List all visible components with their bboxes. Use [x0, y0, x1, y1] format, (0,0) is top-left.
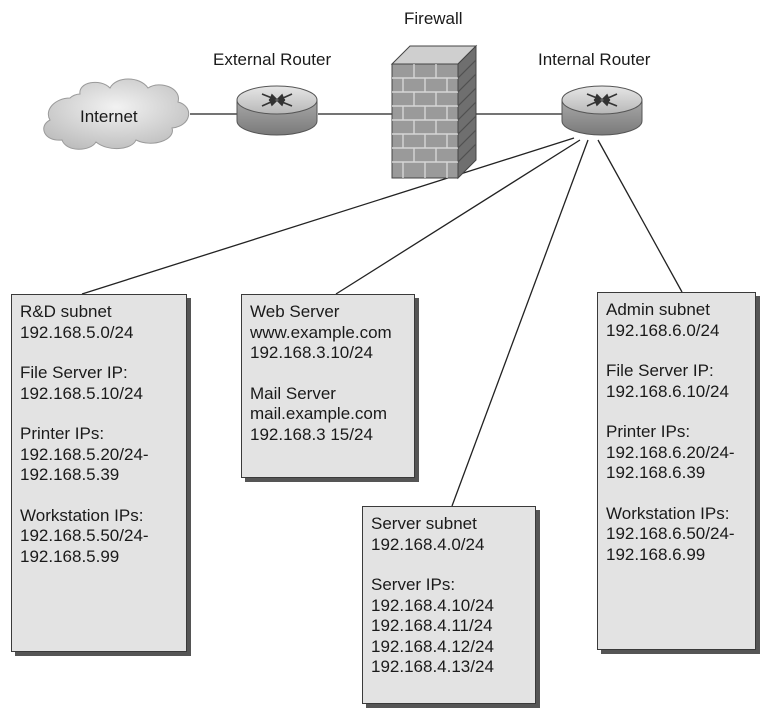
spacer	[20, 486, 178, 506]
rd-workstation-label: Workstation IPs:	[20, 505, 144, 525]
rd-subnet-network: 192.168.5.0/24	[20, 322, 134, 342]
web-server-title: Web Server	[250, 302, 340, 321]
admin-workstation-range-end: 192.168.6.99	[606, 544, 706, 564]
spacer	[250, 364, 406, 384]
admin-workstation-label: Workstation IPs:	[606, 503, 730, 523]
spacer	[606, 484, 747, 504]
spacer	[606, 341, 747, 361]
server-ip: 192.168.4.11/24	[371, 616, 493, 635]
admin-file-server-label: File Server IP:	[606, 361, 714, 380]
admin-subnet-box: Admin subnet 192.168.6.0/24 File Server …	[597, 292, 756, 650]
rd-file-server-ip: 192.168.5.10/24	[20, 383, 143, 403]
server-ip: 192.168.4.12/24	[371, 636, 494, 656]
mail-server-title: Mail Server	[250, 383, 336, 403]
admin-subnet-title: Admin subnet	[606, 300, 710, 319]
admin-subnet-network: 192.168.6.0/24	[606, 320, 720, 340]
rd-printer-range-start: 192.168.5.20/24-	[20, 444, 149, 464]
spacer	[371, 555, 527, 575]
spacer	[20, 343, 178, 363]
server-ip: 192.168.4.13/24	[371, 657, 494, 676]
spacer	[20, 404, 178, 424]
internet-label: Internet	[80, 107, 138, 126]
mail-server-host: mail.example.com	[250, 404, 387, 423]
rd-printer-range-end: 192.168.5.39	[20, 465, 120, 484]
server-ips-label: Server IPs:	[371, 575, 456, 594]
link-internal-router-rd-subnet	[81, 137, 575, 295]
web-server-ip: 192.168.3.10/24	[250, 343, 373, 362]
cloud-icon	[43, 78, 189, 150]
rd-workstation-range-end: 192.168.5.99	[20, 546, 120, 566]
rd-printer-label: Printer IPs:	[20, 424, 105, 443]
web-server-host: www.example.com	[250, 322, 392, 342]
rd-subnet-box: R&D subnet 192.168.5.0/24 File Server IP…	[11, 294, 187, 652]
link-internal-router-admin-subnet	[597, 139, 683, 293]
server-subnet-box: Server subnet 192.168.4.0/24 Server IPs:…	[362, 506, 536, 704]
rd-file-server-label: File Server IP:	[20, 363, 128, 382]
admin-workstation-range-start: 192.168.6.50/24-	[606, 524, 735, 543]
firewall-label: Firewall	[404, 9, 463, 28]
admin-printer-label: Printer IPs:	[606, 422, 691, 441]
admin-printer-range-start: 192.168.6.20/24-	[606, 442, 735, 462]
spacer	[606, 402, 747, 422]
firewall-brick-wall-icon	[390, 44, 478, 180]
web-mail-server-box: Web Server www.example.com 192.168.3.10/…	[241, 294, 415, 478]
router-icon	[236, 85, 318, 136]
rd-subnet-title: R&D subnet	[20, 302, 112, 321]
admin-file-server-ip: 192.168.6.10/24	[606, 381, 729, 401]
server-subnet-title: Server subnet	[371, 514, 477, 533]
external-router-label: External Router	[213, 50, 332, 69]
rd-workstation-range-start: 192.168.5.50/24-	[20, 526, 149, 545]
server-ip: 192.168.4.10/24	[371, 595, 494, 615]
router-icon	[561, 85, 643, 136]
admin-printer-range-end: 192.168.6.39	[606, 463, 706, 482]
link-internal-router-server-subnet	[451, 139, 589, 507]
connection-lines	[81, 113, 683, 507]
mail-server-ip: 192.168.3 15/24	[250, 424, 373, 444]
link-internal-router-web-mail	[335, 139, 581, 295]
server-subnet-network: 192.168.4.0/24	[371, 534, 485, 554]
internal-router-label: Internal Router	[538, 50, 651, 69]
